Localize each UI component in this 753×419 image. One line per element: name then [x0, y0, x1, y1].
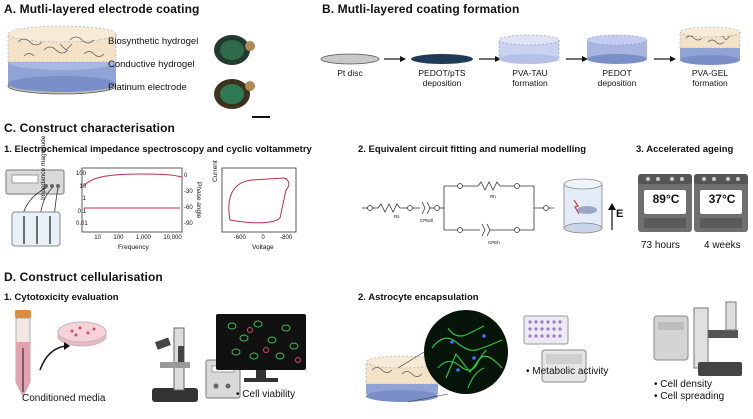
encapsulation-bullets: • Cell density • Cell spreading — [654, 379, 724, 403]
cv-ylabel: Current — [212, 160, 219, 182]
microscope-icon — [152, 327, 198, 402]
eis-plot — [81, 167, 183, 233]
cell-density-bullet: • Cell density — [654, 379, 712, 390]
eis-ylabel-left: Impedance magnitude — [40, 135, 47, 200]
circuit-label-cpedl: CPEdl — [420, 218, 433, 223]
cv-plot — [221, 167, 297, 233]
curved-arrow-icon — [39, 342, 70, 371]
oven-hot — [638, 174, 692, 232]
section-c-sub1: 1. Electrochemical impedance spectroscop… — [4, 144, 312, 155]
circuit-label-cpeh: CPEh — [488, 240, 500, 245]
equivalent-circuit — [362, 181, 554, 237]
falcon-tube-icon — [15, 310, 31, 397]
section-d-sub2: 2. Astrocyte encapsulation — [358, 292, 479, 303]
eis-ylabel-right: Phase angle — [195, 182, 202, 219]
monitor-viability-icon — [216, 314, 306, 382]
section-d-sub1: 1. Cytotoxicity evaluation — [4, 292, 119, 303]
eis-impedance-curve — [83, 173, 183, 187]
layered-electrode-illustration — [7, 25, 117, 95]
conditioned-media-label: Conditioned media — [22, 393, 106, 404]
circuit-label-rh: Rh — [490, 194, 496, 199]
layer-label-conductive: Conductive hydrogel — [108, 59, 195, 70]
electrode-photo-top — [214, 35, 255, 65]
circuit-label-rs: Rs — [394, 214, 400, 219]
viability-bullet: • Cell viability — [236, 389, 296, 400]
cv-loop — [228, 177, 290, 224]
oven-hot-temp: 89°C — [652, 192, 680, 206]
electric-field-cell-model — [563, 178, 616, 234]
layer-label-platinum: Platinum electrode — [108, 82, 187, 93]
eis-yticks-right: 0-30-60-90 — [184, 173, 193, 227]
section-c-title: C. Construct characterisation — [4, 121, 175, 135]
field-label: E — [616, 208, 624, 220]
cell-laden-construct — [365, 355, 439, 402]
petri-dish-icon — [57, 321, 107, 347]
scale-bar — [252, 116, 270, 118]
layer-label-biosynthetic: Biosynthetic hydrogel — [108, 36, 199, 47]
section-a-title: A. Mutli-layered electrode coating — [4, 2, 200, 16]
cell-spreading-bullet: • Cell spreading — [654, 391, 725, 402]
section-d-title: D. Construct cellularisation — [4, 270, 163, 284]
ageing-time-body: 4 weeks — [704, 240, 741, 251]
metabolic-bullet: • Metabolic activity — [526, 366, 609, 377]
confocal-microscope-icon — [653, 301, 742, 376]
section-c-sub2: 2. Equivalent circuit fitting and numeri… — [358, 144, 587, 155]
plate-reader-icon — [523, 315, 587, 383]
ageing-time-hot: 73 hours — [641, 240, 680, 251]
confocal-image — [397, 310, 508, 403]
electrode-photo-bottom — [214, 79, 255, 109]
cv-xlabel: Voltage — [252, 244, 274, 251]
section-c-sub3: 3. Accelerated ageing — [636, 144, 734, 155]
coating-formation-steps — [320, 26, 741, 65]
section-b-title: B. Mutli-layered coating formation — [322, 2, 520, 16]
eis-xlabel: Frequency — [118, 244, 149, 251]
step-1-caption: Pt disc — [337, 68, 363, 78]
oven-body-temp: 37°C — [708, 192, 736, 206]
potentiostat-setup — [5, 169, 65, 247]
oven-body — [694, 174, 748, 232]
